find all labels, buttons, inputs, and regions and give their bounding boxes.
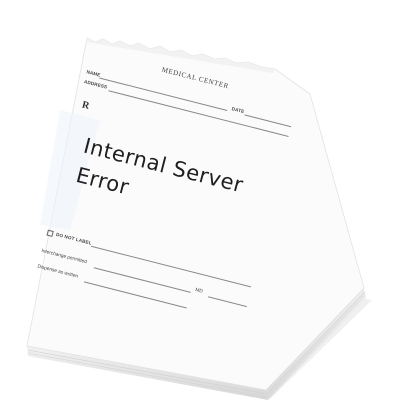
rx-symbol: R — [80, 99, 91, 112]
date-line — [244, 114, 292, 128]
interchange-line — [93, 267, 191, 293]
torn-edge — [86, 38, 275, 73]
do-not-label-line — [91, 245, 251, 288]
pad-bottom-edge — [27, 346, 268, 400]
md-label: MD — [194, 287, 204, 295]
error-message-line2: Error — [73, 162, 132, 200]
dispense-label: Dispense as written — [36, 264, 79, 280]
name-label: NAME — [85, 69, 102, 78]
interchange-label: Interchange permitted — [40, 248, 88, 266]
md-line — [207, 296, 247, 308]
date-label: DATE — [231, 106, 245, 115]
do-not-label-checkbox — [46, 229, 54, 237]
address-label: ADDRESS — [83, 78, 108, 90]
do-not-label: DO NOT LABEL — [55, 231, 93, 246]
